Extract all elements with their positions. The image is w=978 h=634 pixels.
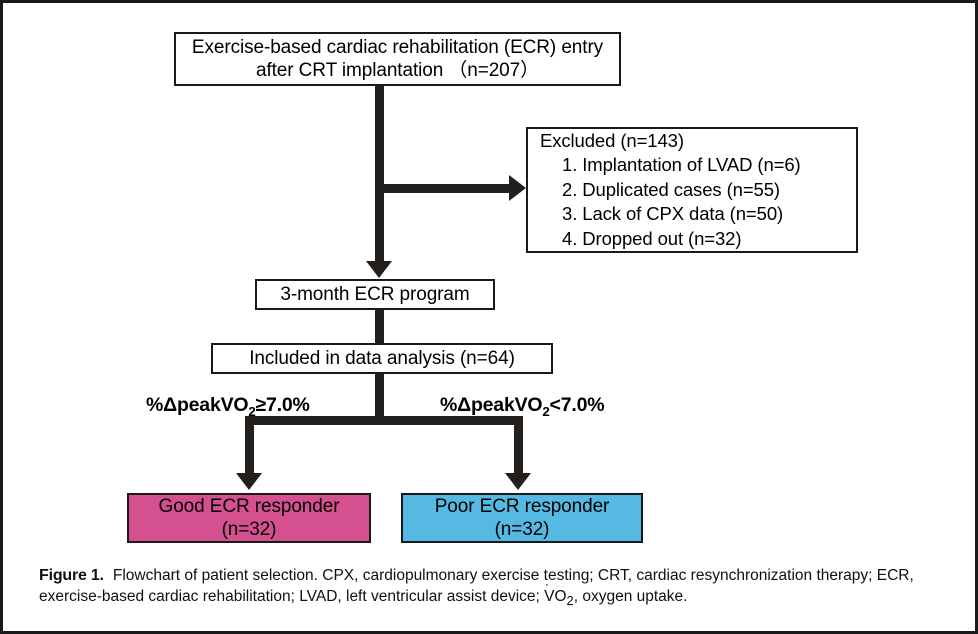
edge-label-poor-branch: %ΔpeakVO2<7.0% xyxy=(440,394,605,419)
node-included-in-analysis: Included in data analysis (n=64) xyxy=(211,343,553,374)
arrowhead-to-poor xyxy=(505,473,531,490)
connector-split-bar xyxy=(245,416,523,425)
node-excluded-title: Excluded (n=143) xyxy=(540,129,684,151)
node-excluded-reason-1: 1. Implantation of LVAD (n=6) xyxy=(562,154,801,176)
vo2-dot-glyph: V xyxy=(544,588,554,605)
connector-entry-trunk xyxy=(375,86,384,261)
edge-label-good-branch: %ΔpeakVO2≥7.0% xyxy=(146,394,310,419)
connector-good-drop xyxy=(245,416,254,473)
edge-label-good-prefix: %ΔpeakVO xyxy=(146,394,249,416)
node-poor-responder-count: (n=32) xyxy=(494,519,550,540)
figure-number-label: Figure 1. xyxy=(39,567,104,584)
node-ecr-entry-line-2: after CRT implantation （n=207） xyxy=(255,60,540,81)
node-ecr-entry-line-1: Exercise-based cardiac rehabilitation (E… xyxy=(191,36,604,58)
node-excluded: Excluded (n=143) 1. Implantation of LVAD… xyxy=(526,127,858,253)
vo2-letter-o: O xyxy=(554,587,567,605)
node-excluded-reason-3: 3. Lack of CPX data (n=50) xyxy=(562,203,784,225)
node-ecr-program-label: 3-month ECR program xyxy=(280,283,470,305)
connector-program-to-included xyxy=(375,310,384,343)
node-good-responder: Good ECR responder (n=32) xyxy=(127,493,371,543)
figure-caption-text: Flowchart of patient selection. CPX, car… xyxy=(39,567,914,605)
node-included-label: Included in data analysis (n=64) xyxy=(249,347,515,369)
figure-caption: Figure 1.Flowchart of patient selection.… xyxy=(39,565,947,609)
node-good-responder-count: (n=32) xyxy=(221,519,277,540)
node-good-responder-title: Good ECR responder xyxy=(158,495,340,517)
flowchart-canvas: Exercise-based cardiac rehabilitation (E… xyxy=(3,3,975,631)
node-poor-responder: Poor ECR responder (n=32) xyxy=(401,493,643,543)
node-excluded-reason-4: 4. Dropped out (n=32) xyxy=(562,227,742,249)
edge-label-good-suffix: ≥7.0% xyxy=(255,394,310,416)
figure-caption-text-end: , oxygen uptake. xyxy=(573,587,688,605)
edge-label-poor-prefix: %ΔpeakVO xyxy=(440,394,543,416)
edge-label-good-subscript: 2 xyxy=(248,403,256,419)
edge-label-poor-suffix: <7.0% xyxy=(549,394,605,416)
connector-included-trunk xyxy=(375,374,384,421)
node-ecr-entry: Exercise-based cardiac rehabilitation (E… xyxy=(174,32,621,86)
node-excluded-reason-2: 2. Duplicated cases (n=55) xyxy=(562,178,780,200)
arrowhead-to-excluded xyxy=(509,175,526,201)
node-poor-responder-title: Poor ECR responder xyxy=(434,495,610,517)
connector-poor-drop xyxy=(514,416,523,473)
node-ecr-program: 3-month ECR program xyxy=(255,279,495,310)
vo2-subscript: 2 xyxy=(566,592,574,608)
connector-excluded-branch xyxy=(375,184,509,193)
arrowhead-to-good xyxy=(236,473,262,490)
edge-label-poor-subscript: 2 xyxy=(542,403,550,419)
arrowhead-to-program xyxy=(366,261,392,278)
